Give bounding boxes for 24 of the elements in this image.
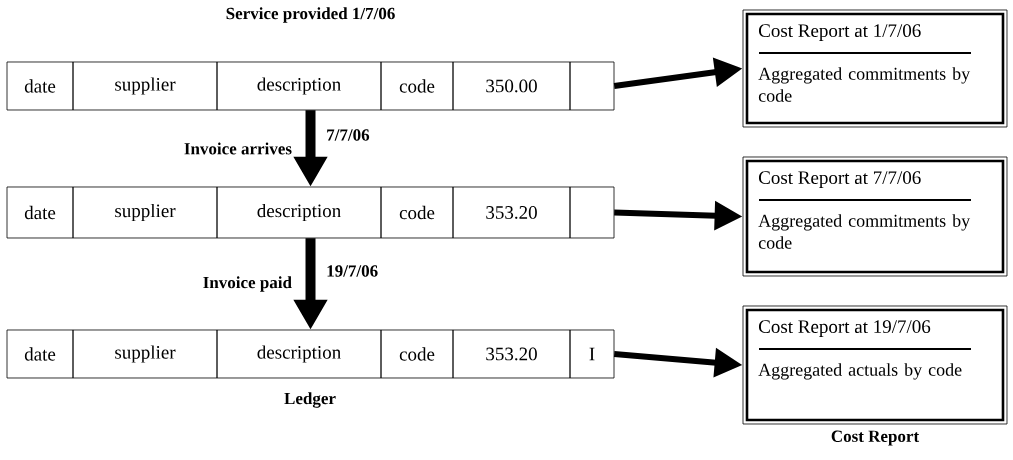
heading: Service provided 1/7/06: [226, 7, 395, 23]
ledger-cell: description: [216, 329, 382, 379]
ledger-cell: date: [6, 186, 74, 239]
ledger-cell: 353.20: [452, 329, 571, 379]
ledger-cell: 353.20: [452, 186, 571, 239]
ledger-cell: date: [6, 329, 74, 379]
report-box: Cost Report at 19/7/06 Aggregated actuals by code: [742, 305, 1008, 425]
ledger-cell: 350.00: [452, 61, 571, 111]
report-box: Cost Report at 7/7/06 Aggregated commitments by code: [742, 156, 1008, 277]
edge-label: Invoice arrives: [184, 142, 292, 155]
ledger-cell: supplier: [72, 329, 218, 379]
ledger-cell: supplier: [72, 186, 218, 239]
ledger-cell: code: [380, 61, 454, 111]
edge-label: Invoice paid: [203, 276, 292, 292]
ledger-cell: date: [6, 61, 74, 111]
ledger-cell: description: [216, 61, 382, 111]
ledger-cell: supplier: [72, 61, 218, 111]
ledger-cell: code: [380, 186, 454, 239]
label: 19/7/06: [327, 265, 378, 277]
ledger-cell: code: [380, 329, 454, 379]
ledger-cell: I: [569, 329, 615, 379]
report-box: Cost Report at 1/7/06 Aggregated commitments by code: [742, 9, 1008, 128]
ledger-cell: description: [216, 186, 382, 239]
label: 7/7/06: [327, 129, 370, 141]
